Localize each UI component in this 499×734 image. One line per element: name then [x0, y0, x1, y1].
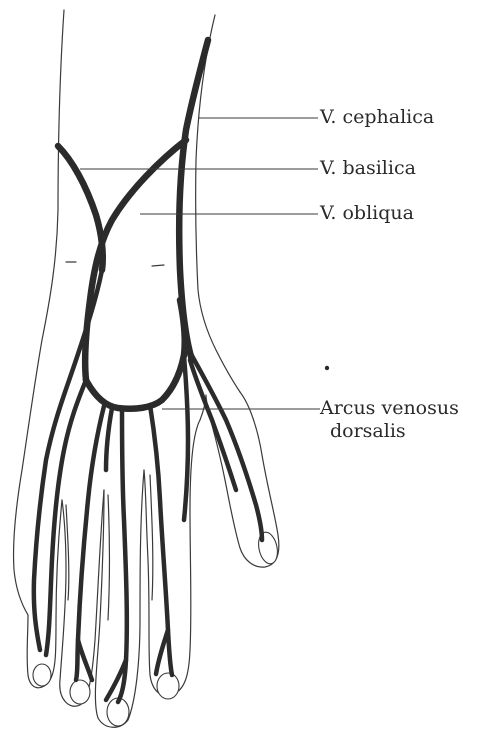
label-vena-obliqua: V. obliqua: [320, 202, 414, 224]
ink-dot: [325, 366, 329, 370]
finger-divider-3: [66, 505, 69, 600]
vena-obliqua: [85, 140, 186, 380]
wrist-crease-right: [152, 265, 164, 266]
ring-nail: [70, 680, 90, 704]
thumb-nail: [256, 530, 280, 565]
digital-vein-index-radial: [184, 356, 188, 520]
finger-divider-1: [150, 475, 153, 600]
digital-vein-ring-b: [78, 640, 92, 680]
digital-vein-ring-a: [76, 406, 104, 680]
digital-vein-thumb-a: [186, 345, 262, 540]
label-arcus-venosus: Arcus venosus: [320, 397, 459, 419]
label-vena-basilica: V. basilica: [320, 157, 416, 179]
little-nail: [33, 664, 51, 686]
label-vena-cephalica: V. cephalica: [320, 106, 434, 128]
fingernails: [33, 530, 280, 726]
finger-divider-2: [108, 495, 110, 620]
label-dorsalis: dorsalis: [330, 420, 406, 442]
digital-vein-index-b: [156, 630, 168, 674]
arcus-venosus-dorsalis: [86, 300, 185, 409]
leader-lines: [80, 118, 320, 409]
hand-connector: [106, 408, 112, 470]
index-nail: [157, 673, 179, 699]
vena-basilica: [58, 146, 103, 270]
